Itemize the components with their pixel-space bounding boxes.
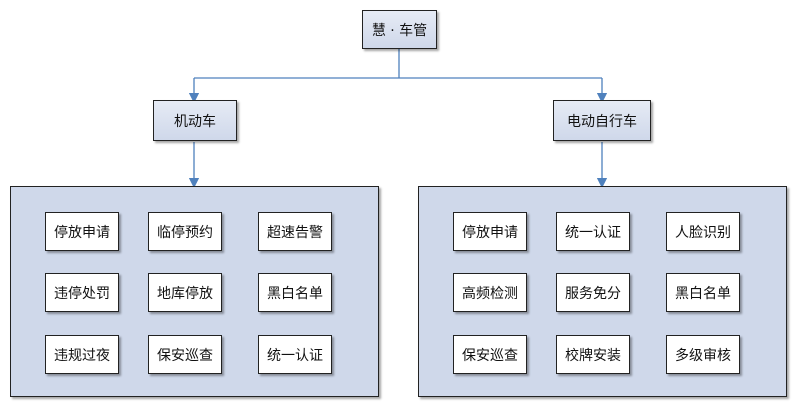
leaf-node: 地库停放 — [148, 273, 222, 312]
leaf-node: 保安巡查 — [453, 335, 527, 374]
root-node-label: 慧 · 车管 — [371, 22, 428, 39]
leaf-node: 停放申请 — [45, 212, 119, 251]
panel-motor: 停放申请 临停预约 超速告警 违停处罚 地库停放 黑白名单 违规过夜 保安巡查 … — [10, 186, 379, 397]
leaf-node: 停放申请 — [453, 212, 527, 251]
branch-node-label: 机动车 — [174, 113, 216, 130]
leaf-node: 统一认证 — [258, 335, 332, 374]
leaf-node: 高频检测 — [453, 273, 527, 312]
root-node: 慧 · 车管 — [362, 10, 437, 49]
leaf-node: 超速告警 — [258, 212, 332, 251]
leaf-node: 人脸识别 — [666, 212, 740, 251]
leaf-node: 保安巡查 — [148, 335, 222, 374]
leaf-node: 统一认证 — [556, 212, 630, 251]
leaf-node: 校牌安装 — [556, 335, 630, 374]
leaf-node: 临停预约 — [148, 212, 222, 251]
branch-node-label: 电动自行车 — [567, 113, 637, 130]
leaf-node: 黑白名单 — [666, 273, 740, 312]
leaf-node: 服务免分 — [556, 273, 630, 312]
leaf-node: 多级审核 — [666, 335, 740, 374]
panel-ebike: 停放申请 统一认证 人脸识别 高频检测 服务免分 黑白名单 保安巡查 校牌安装 … — [418, 186, 787, 397]
branch-node-ebike: 电动自行车 — [553, 100, 651, 141]
leaf-node: 违规过夜 — [45, 335, 119, 374]
leaf-node: 黑白名单 — [258, 273, 332, 312]
branch-node-motor: 机动车 — [153, 100, 237, 141]
leaf-node: 违停处罚 — [45, 273, 119, 312]
